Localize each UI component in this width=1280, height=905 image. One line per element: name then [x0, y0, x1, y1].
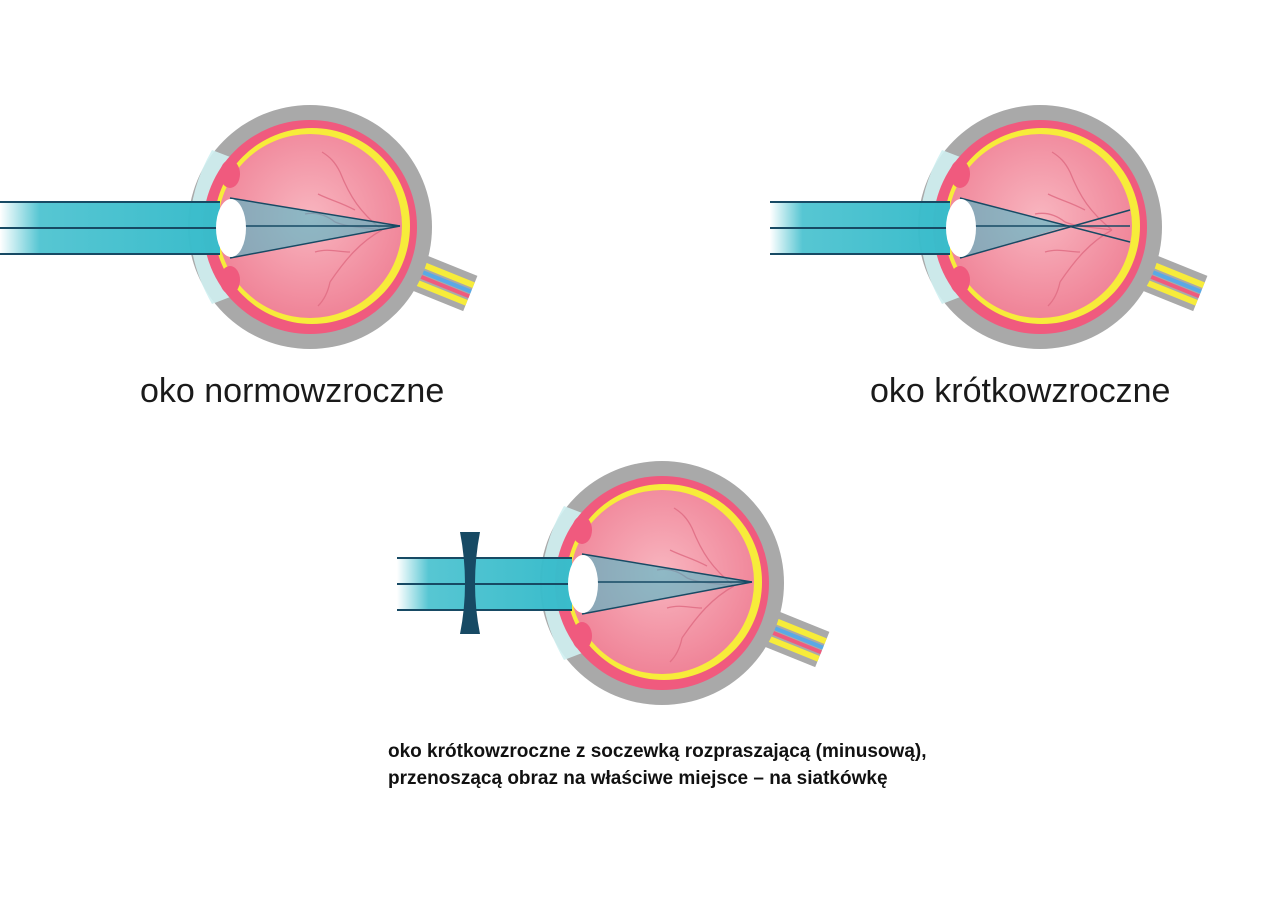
eye-lens: [216, 199, 246, 257]
eye-lens: [568, 555, 598, 613]
caption-corrected: oko krótkowzroczne z soczewką rozpraszaj…: [388, 738, 927, 792]
caption-normal: oko normowzroczne: [140, 372, 445, 410]
focus-cone: [230, 198, 400, 258]
normal-eye-diagram: [0, 104, 479, 350]
caption-corrected-line1: oko krótkowzroczne z soczewką rozpraszaj…: [388, 741, 927, 762]
minus-lens: [460, 532, 480, 634]
caption-corrected-line2: przenoszącą obraz na właściwe miejsce – …: [388, 768, 888, 789]
myopic-eye-diagram: [770, 104, 1209, 350]
focus-cone: [960, 198, 1068, 258]
corrected-eye-diagram: [397, 460, 831, 706]
eye-lens: [946, 199, 976, 257]
focus-cone: [582, 554, 752, 614]
caption-myopic: oko krótkowzroczne: [870, 372, 1171, 410]
